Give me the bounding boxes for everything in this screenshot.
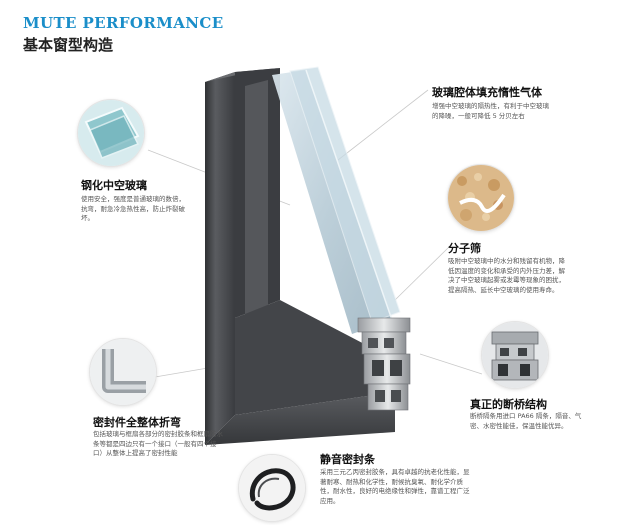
- molecular-sieve-title: 分子筛: [448, 242, 481, 255]
- frame-bottom-top: [235, 300, 395, 415]
- molecular-sieve-thumbnail: [448, 165, 514, 231]
- tempered-glass-title: 钢化中空玻璃: [81, 179, 147, 192]
- molecular-sieve-desc: 吸附中空玻璃中的水分和残留有机物，降低因温度的变化和承受的内外压力差，解决了中空…: [448, 257, 565, 294]
- sash-vertical: [245, 80, 268, 340]
- seal-strip-title: 静音密封条: [320, 453, 375, 466]
- header-title-zh: 基本窗型构造: [23, 36, 114, 54]
- tempered-glass-desc: 使用安全，强度是普通玻璃的数倍，抗弯，耐急冷急热性高，防止炸裂破坏。: [81, 195, 185, 222]
- profile-cross-section: [357, 317, 411, 411]
- seal-corner-title: 密封件全整体折弯: [93, 416, 181, 429]
- tempered-glass-thumbnail: [78, 100, 144, 166]
- seal-corner-thumbnail: [90, 339, 156, 405]
- frame-bottom-front: [205, 392, 395, 445]
- thermal-break-thumbnail: [482, 322, 548, 388]
- header-title-en: MUTE PERFORMANCE: [23, 14, 224, 32]
- thermal-break-desc: 断桥隔条用进口 PA66 隔条，隔音、气密、水密性能佳，保温性能优异。: [470, 412, 582, 430]
- glass-edge-highlight: [305, 69, 393, 321]
- glass-pane-inner: [289, 66, 401, 323]
- thermal-break-title: 真正的断桥结构: [470, 398, 547, 411]
- gas-fill-desc: 增强中空玻璃的隔热性，有利于中空玻璃的降噪，一般可降低 5 分贝左右: [432, 102, 549, 120]
- seal-corner-desc: 包括玻璃与框扇各部分的密封胶条和框扇防水条等都是四边只有一个接口（一般有四个接口…: [93, 430, 223, 457]
- gas-fill-title: 玻璃腔体填充惰性气体: [432, 86, 542, 99]
- seal-strip-thumbnail: [239, 455, 305, 521]
- seal-strip-desc: 采用三元乙丙密封胶条，具有卓越的抗老化性能，显著耐寒、耐热和化学性，耐候抗臭氧、…: [320, 468, 470, 505]
- frame-vertical-front: [205, 72, 235, 445]
